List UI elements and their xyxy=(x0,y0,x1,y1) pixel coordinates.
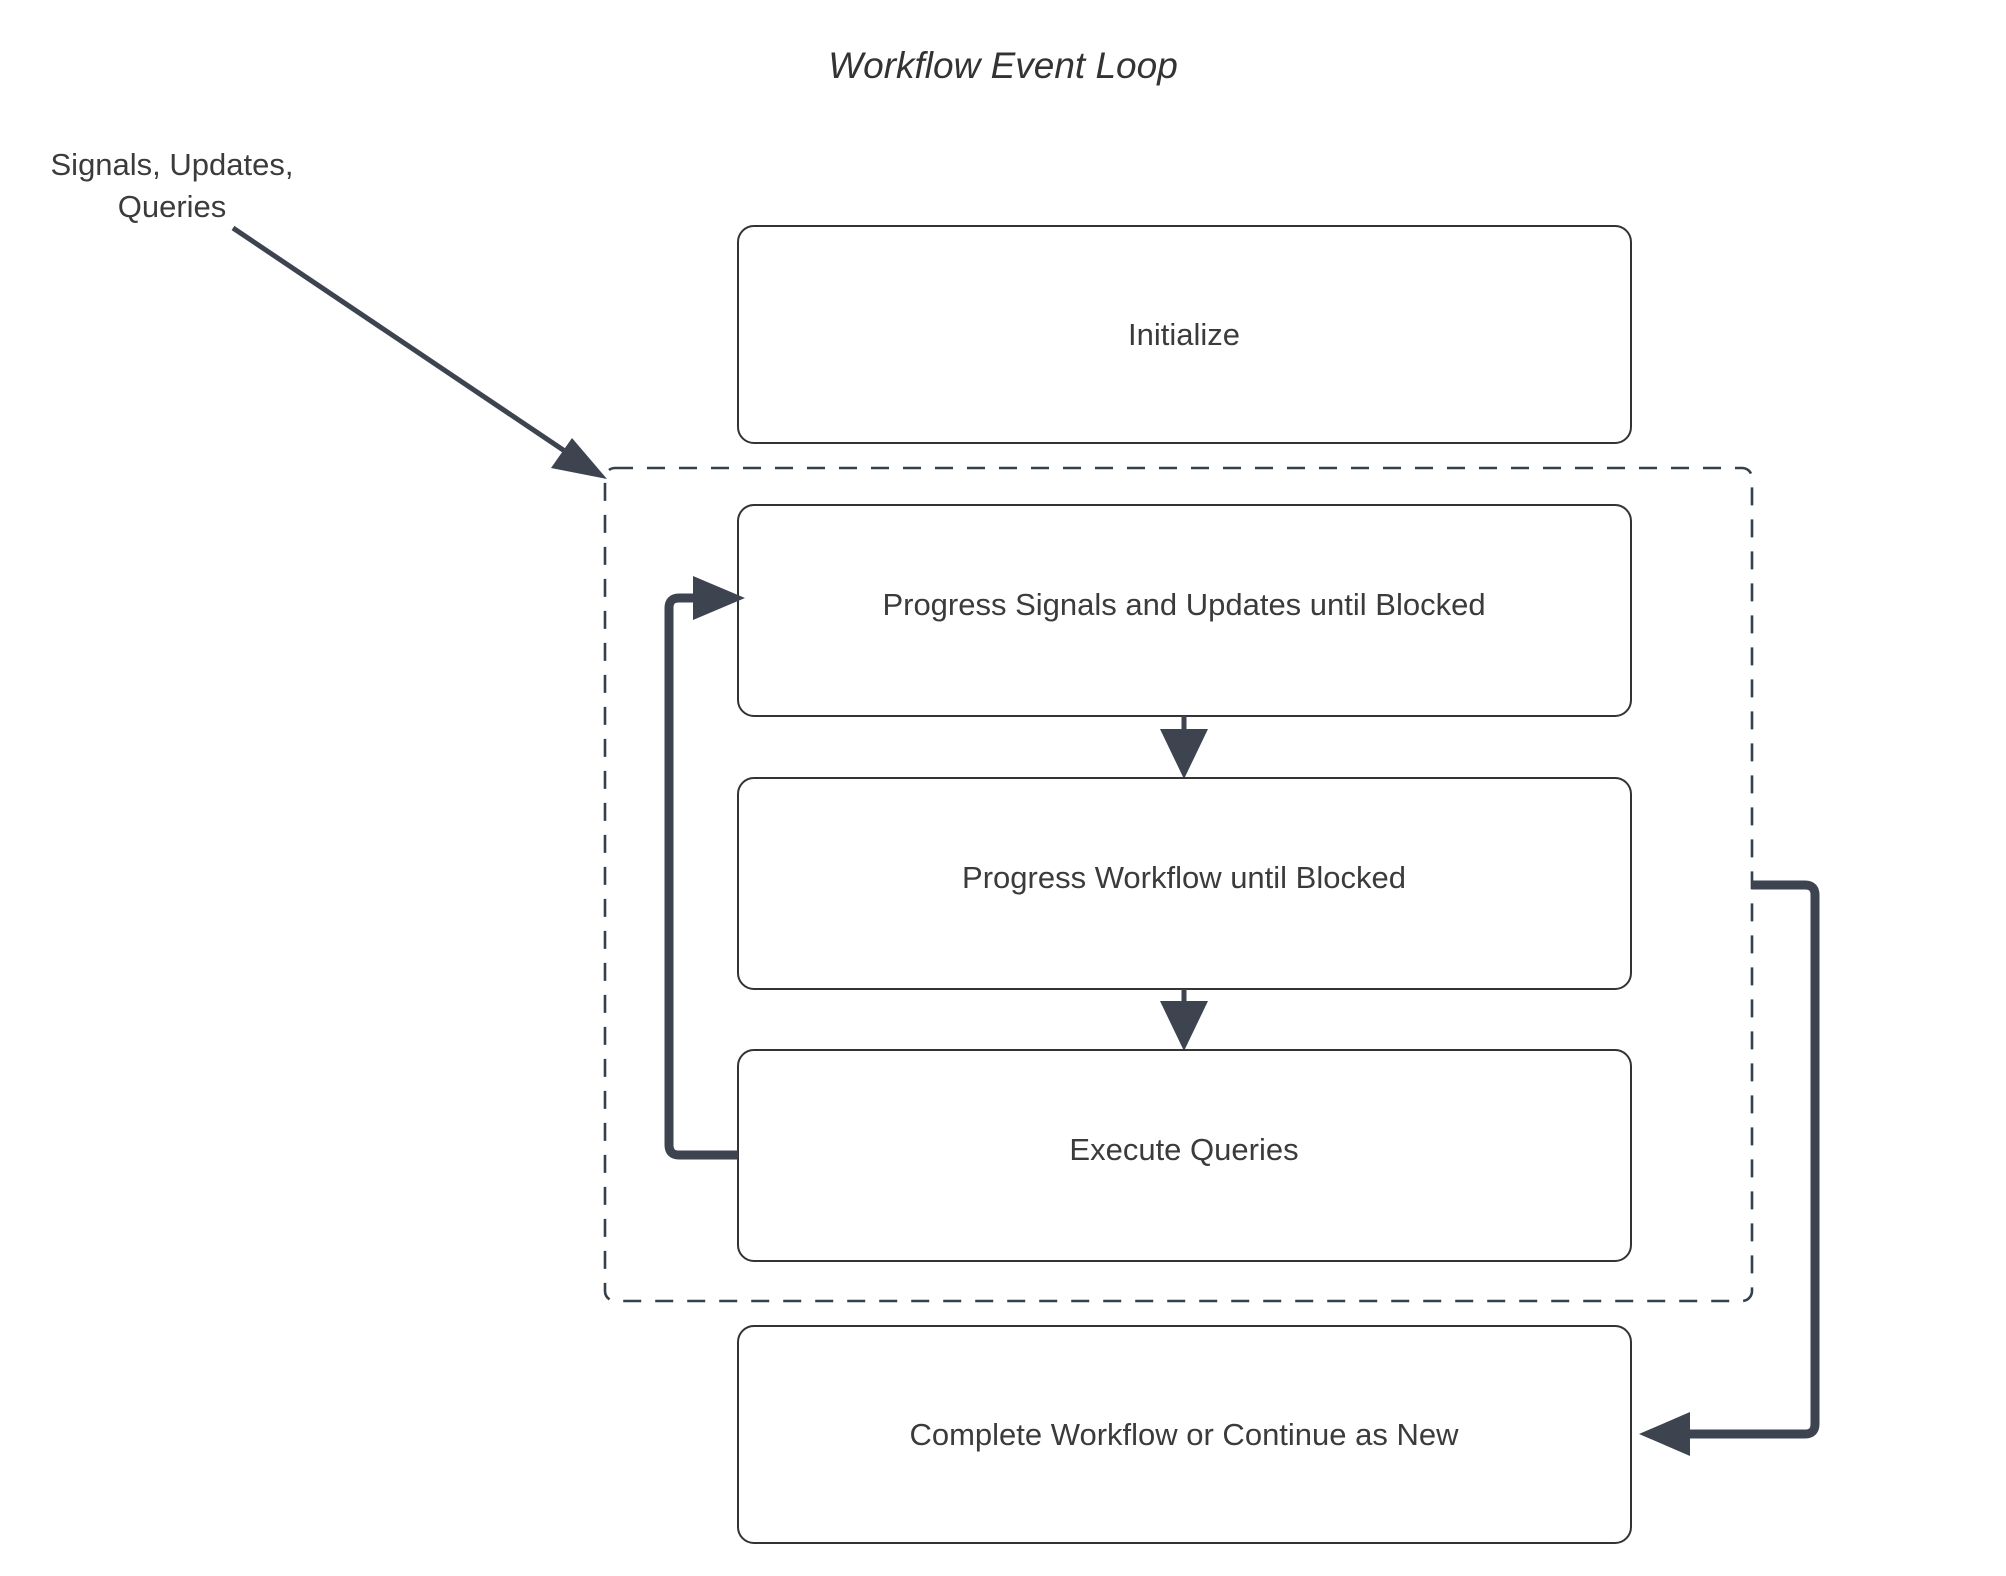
node-initialize[interactable]: Initialize xyxy=(737,225,1632,444)
node-progress-workflow-label: Progress Workflow until Blocked xyxy=(962,860,1406,895)
node-initialize-shape xyxy=(737,225,1632,444)
node-progress-signals[interactable]: Progress Signals and Updates until Block… xyxy=(737,504,1632,717)
external-source-label-line2: Queries xyxy=(118,189,227,224)
node-progress-signals-label: Progress Signals and Updates until Block… xyxy=(882,587,1485,622)
edge-loop-to-complete xyxy=(1639,880,1820,1456)
node-execute-queries[interactable]: Execute Queries xyxy=(737,1049,1632,1262)
node-complete-workflow-shape xyxy=(737,1325,1632,1544)
node-complete-workflow[interactable]: Complete Workflow or Continue as New xyxy=(737,1325,1632,1544)
edge-signals-to-loop xyxy=(231,225,607,479)
node-complete-workflow-label: Complete Workflow or Continue as New xyxy=(909,1417,1459,1452)
node-execute-queries-label: Execute Queries xyxy=(1069,1132,1298,1167)
edge-queries-loop-back xyxy=(664,576,745,1160)
external-source-label-line1: Signals, Updates, xyxy=(51,147,294,182)
node-progress-workflow[interactable]: Progress Workflow until Blocked xyxy=(737,777,1632,990)
diagram-title: Workflow Event Loop xyxy=(828,45,1178,86)
node-initialize-label: Initialize xyxy=(1128,317,1240,352)
edge-signals-to-workflow xyxy=(1160,716,1208,779)
edge-workflow-to-queries xyxy=(1160,989,1208,1051)
